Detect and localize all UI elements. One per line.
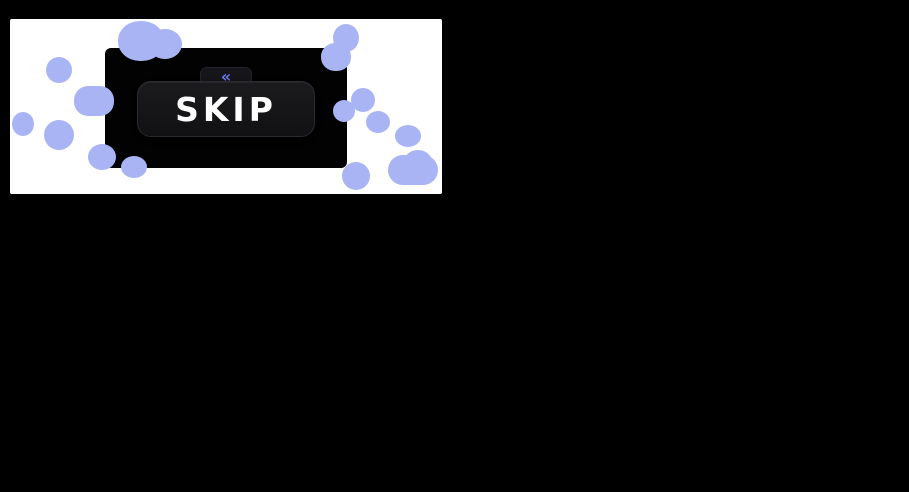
collapse-chevron-icon: « (220, 66, 232, 86)
paint-blob (44, 120, 74, 150)
skip-button[interactable]: SKIP (137, 81, 315, 137)
paint-blob (46, 57, 72, 83)
skip-panel: « SKIP (105, 48, 347, 168)
paint-blob (351, 88, 375, 112)
paint-blob (395, 125, 421, 147)
paint-blob (12, 112, 34, 136)
paint-blob (366, 111, 390, 133)
paint-blob (388, 155, 438, 185)
drawing-canvas[interactable]: « SKIP (10, 19, 442, 194)
paint-blob (404, 150, 432, 174)
paint-blob (342, 162, 370, 190)
